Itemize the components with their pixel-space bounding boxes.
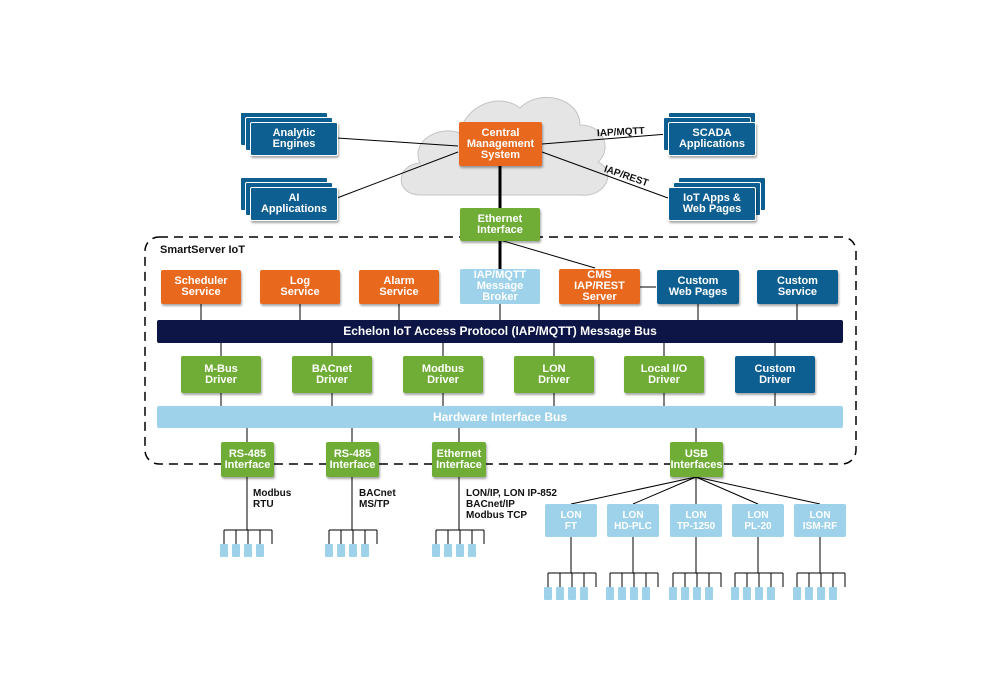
field-device [361,544,369,557]
field-device [755,587,763,600]
field-device [642,587,650,600]
scada-applications-box: SCADA Applications [668,122,756,156]
modbus-rtu-label: Modbus RTU [253,488,292,510]
field-device [444,544,452,557]
field-device [349,544,357,557]
field-device [220,544,228,557]
cms-server-box: CMS IAP/REST Server [559,269,640,304]
message-broker-box: IAP/MQTT Message Broker [460,269,540,304]
scheduler-service-box: Scheduler Service [161,270,241,304]
lon-ism-rf-box: LON ISM-RF [794,504,846,537]
lon-tp1250-box: LON TP-1250 [670,504,722,537]
rs485-interface-2-box: RS-485 Interface [326,442,379,477]
lon-hd-plc-box: LON HD-PLC [607,504,659,537]
rs485-interface-1-box: RS-485 Interface [221,442,274,477]
field-device [829,587,837,600]
hardware-interface-bus: Hardware Interface Bus [157,406,843,428]
field-device [817,587,825,600]
ethernet-interface-top-box: Ethernet Interface [460,208,540,241]
field-device [681,587,689,600]
field-device [767,587,775,600]
field-device [580,587,588,600]
field-device [743,587,751,600]
alarm-service-box: Alarm Service [359,270,439,304]
central-management-system-box: Central Management System [459,122,542,166]
custom-driver-box: Custom Driver [735,356,815,393]
field-device [693,587,701,600]
field-device [705,587,713,600]
field-device [568,587,576,600]
field-device [805,587,813,600]
custom-service-box: Custom Service [757,270,838,304]
field-device [731,587,739,600]
mbus-driver-box: M-Bus Driver [181,356,261,393]
field-device [556,587,564,600]
field-device [669,587,677,600]
message-bus: Echelon IoT Access Protocol (IAP/MQTT) M… [157,320,843,343]
field-device [244,544,252,557]
log-service-box: Log Service [260,270,340,304]
field-device [325,544,333,557]
modbus-driver-box: Modbus Driver [403,356,483,393]
analytic-engines-box: Analytic Engines [250,122,338,156]
ai-applications-box: AI Applications [250,187,338,221]
ethernet-protocols-label: LON/IP, LON IP-852 BACnet/IP Modbus TCP [466,488,557,521]
ethernet-interface-bottom-box: Ethernet Interface [432,442,486,477]
field-device [468,544,476,557]
usb-interfaces-box: USB Interfaces [670,442,723,477]
field-device [456,544,464,557]
smartserver-title: SmartServer IoT [160,244,245,256]
field-device [337,544,345,557]
field-device [618,587,626,600]
field-device [432,544,440,557]
smartserver-frame [144,236,857,465]
field-device [544,587,552,600]
local-io-driver-box: Local I/O Driver [624,356,704,393]
bacnet-driver-box: BACnet Driver [292,356,372,393]
field-device [606,587,614,600]
connector-lines [200,133,846,587]
lon-driver-box: LON Driver [514,356,594,393]
field-device [630,587,638,600]
lon-pl20-box: LON PL-20 [732,504,784,537]
field-device [793,587,801,600]
lon-ft-box: LON FT [545,504,597,537]
bacnet-mstp-label: BACnet MS/TP [359,488,396,510]
iot-apps-box: IoT Apps & Web Pages [668,187,756,221]
custom-web-pages-box: Custom Web Pages [657,270,739,304]
field-device [232,544,240,557]
field-device [256,544,264,557]
